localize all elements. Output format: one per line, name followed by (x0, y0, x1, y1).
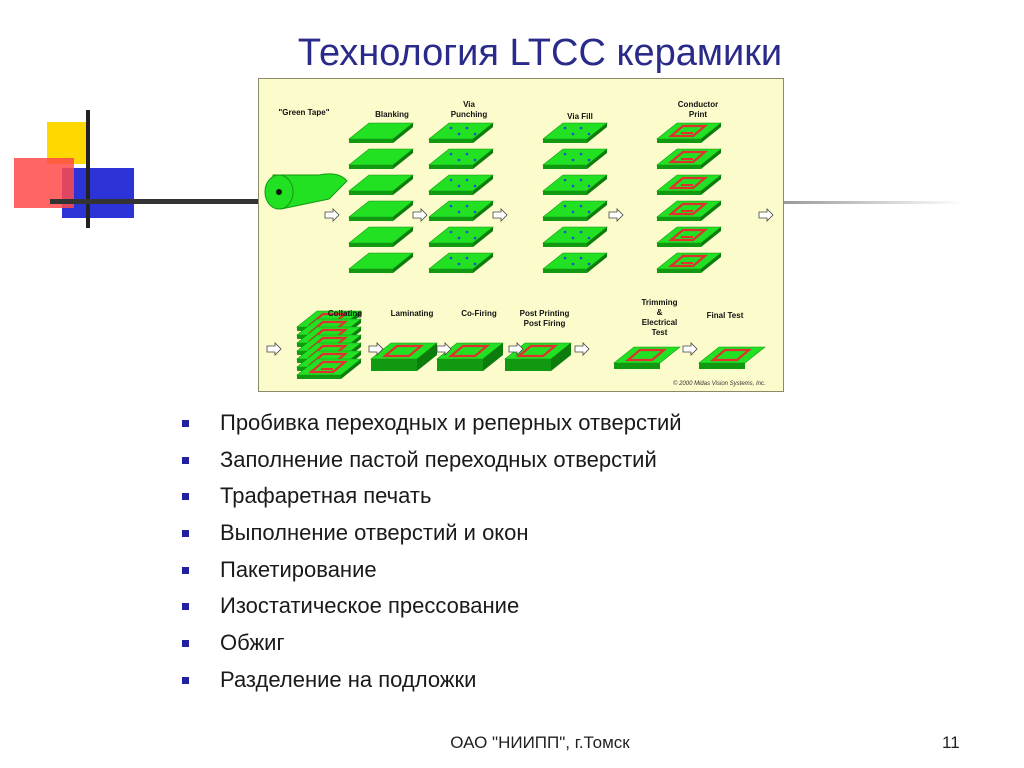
step-label-post-printing: Post Printing Post Firing (519, 309, 570, 328)
tape-sheet (428, 122, 494, 143)
tape-sheet (542, 226, 608, 247)
tape-sheet (428, 148, 494, 169)
flow-arrow-icon (368, 342, 384, 356)
flow-arrow-icon (682, 342, 698, 356)
tape-sheet (656, 252, 722, 273)
tape-sheet (656, 200, 722, 221)
bullet-item: Выполнение отверстий и окон (182, 516, 682, 553)
tape-sheet (656, 148, 722, 169)
step-label-trimming: Trimming & Electrical Test (641, 298, 678, 337)
tape-sheet (656, 174, 722, 195)
bullet-marker (182, 566, 189, 574)
tape-sheet (656, 226, 722, 247)
bullet-item: Обжиг (182, 626, 682, 663)
tape-sheet (656, 122, 722, 143)
tape-sheet (348, 226, 414, 247)
bullet-text: Изостатическое прессование (220, 593, 520, 619)
bullet-text: Пробивка переходных и реперных отверстий (220, 410, 682, 435)
final-substrate (613, 346, 681, 369)
laminated-block (370, 342, 438, 371)
footer-organization: ОАО "НИИПП", г.Томск (450, 733, 630, 752)
bullet-marker (182, 493, 189, 501)
bottom-row (296, 310, 766, 379)
tape-sheet (348, 252, 414, 273)
tape-sheet (348, 148, 414, 169)
bullet-text: Разделение на подложки (220, 666, 477, 692)
tape-sheet (542, 174, 608, 195)
bullet-marker (182, 420, 189, 427)
tape-column (656, 122, 722, 273)
bullet-item: Разделение на подложки (182, 663, 682, 700)
bullet-marker (182, 603, 189, 611)
bullet-text: Выполнение отверстий и окон (220, 520, 529, 546)
step-label-laminating: Laminating (390, 309, 434, 318)
step-label-blanking: Blanking (375, 110, 409, 119)
laminated-block (436, 342, 504, 371)
tape-sheet (542, 122, 608, 143)
copyright-note: © 2000 Midas Vision Systems, Inc. (673, 381, 766, 387)
tape-column (542, 122, 608, 273)
flow-arrow-icon (608, 208, 624, 222)
divider-line-left (50, 199, 260, 204)
flow-arrow-icon (492, 208, 508, 222)
bullet-list: Пробивка переходных и реперных отверстий… (182, 406, 682, 700)
tape-column (428, 122, 494, 273)
divider-line-right (784, 201, 964, 204)
decorative-squares (14, 110, 150, 228)
tape-sheet (428, 200, 494, 221)
flow-arrow-icon (758, 208, 774, 222)
ltcc-process-diagram: "Green Tape" Blanking Via Punching Via F… (258, 78, 784, 392)
bullet-text: Пакетирование (220, 556, 377, 582)
bullet-item: Изостатическое прессование (182, 589, 682, 626)
vertical-line (86, 110, 90, 228)
tape-sheet (296, 358, 362, 379)
slide-title: Технология LTCC керамики (297, 32, 783, 74)
step-label-final-test: Final Test (706, 311, 744, 320)
tape-column (348, 122, 414, 273)
tape-sheet (428, 226, 494, 247)
yellow-square (47, 122, 89, 164)
bullet-item: Заполнение пастой переходных отверстий (182, 443, 682, 480)
flow-arrow-icon (412, 208, 428, 222)
tape-sheet (542, 148, 608, 169)
flow-arrow-icon (266, 342, 282, 356)
bullet-text: Заполнение пастой переходных отверстий (220, 446, 657, 472)
tape-sheet (348, 122, 414, 143)
green-tape-roll (264, 173, 348, 210)
page-number: 11 (942, 733, 960, 752)
tape-sheet (348, 200, 414, 221)
final-substrate (698, 346, 766, 369)
bullet-text: Обжиг (220, 630, 285, 656)
bullet-marker (182, 456, 189, 464)
flow-arrow-icon (436, 342, 452, 356)
bullet-item: Пробивка переходных и реперных отверстий (182, 406, 682, 443)
tape-sheet (542, 252, 608, 273)
step-label-conductor-print: Conductor Print (677, 100, 719, 119)
flow-arrow-icon (574, 342, 590, 356)
step-label-via-fill: Via Fill (567, 112, 593, 121)
bullet-marker (182, 640, 189, 648)
flow-arrow-icon (324, 208, 340, 222)
bullet-item: Пакетирование (182, 553, 682, 590)
bullet-marker (182, 676, 189, 684)
step-label-green-tape: "Green Tape" (278, 108, 330, 117)
step-label-collating: Collating (327, 309, 363, 318)
step-label-co-firing: Co-Firing (461, 309, 497, 318)
tape-sheet (428, 174, 494, 195)
tape-sheet (428, 252, 494, 273)
bullet-marker (182, 530, 189, 538)
flow-arrow-icon (508, 342, 524, 356)
tape-sheet (348, 174, 414, 195)
bullet-item: Трафаретная печать (182, 479, 682, 516)
bullet-text: Трафаретная печать (220, 483, 432, 509)
step-label-via-punching: Via Punching (450, 100, 488, 119)
diagram-canvas (264, 122, 774, 379)
tape-sheet (542, 200, 608, 221)
